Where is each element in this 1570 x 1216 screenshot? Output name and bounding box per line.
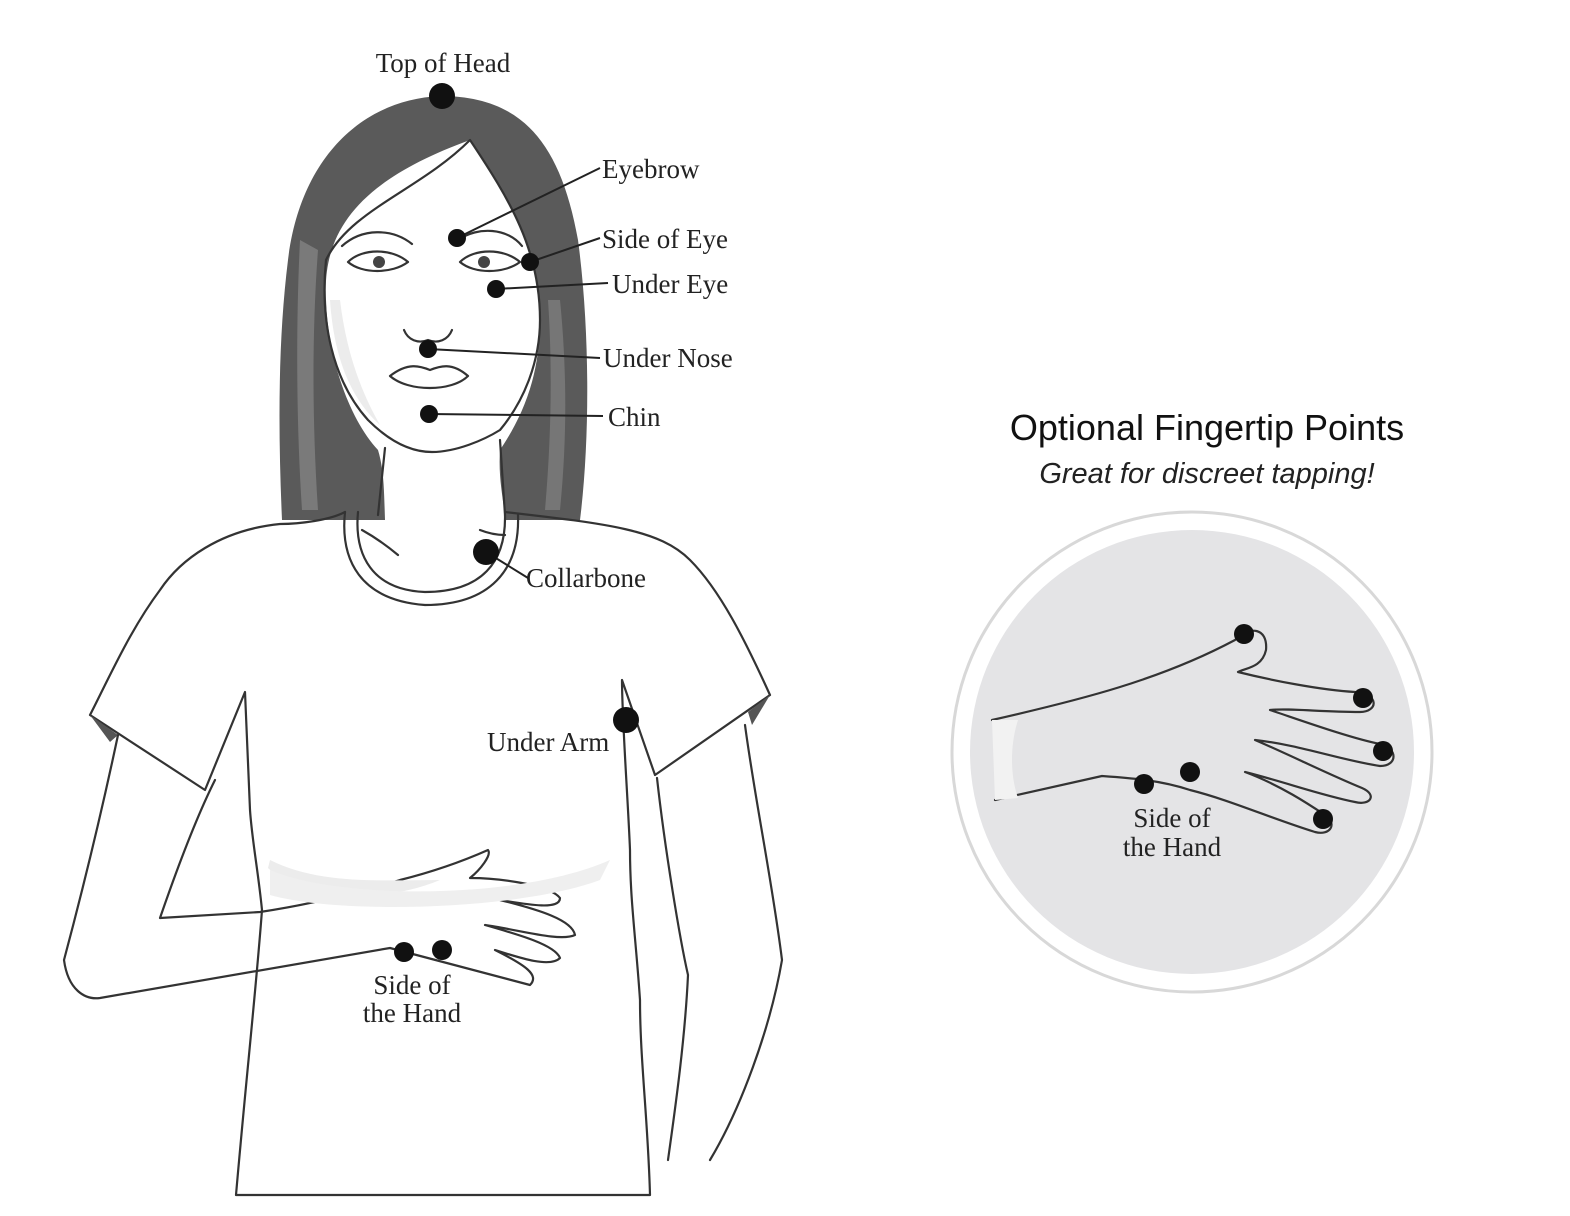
hair-highlight xyxy=(297,240,318,510)
lips xyxy=(388,365,470,390)
dot-side-of-hand-1 xyxy=(394,942,414,962)
neck xyxy=(376,438,507,517)
inset-hand xyxy=(990,629,1395,834)
label-under-eye: Under Eye xyxy=(612,269,728,299)
left-arm xyxy=(62,733,577,1000)
inset-label-side-of-hand-line1: Side of xyxy=(1133,803,1210,833)
label-under-nose: Under Nose xyxy=(603,343,733,373)
dot-thumb xyxy=(1234,624,1254,644)
collar-outer xyxy=(343,510,520,607)
label-under-arm: Under Arm xyxy=(487,727,609,757)
left-sleeve-cuff xyxy=(90,715,118,742)
dot-middle-finger xyxy=(1373,741,1393,761)
label-top-of-head: Top of Head xyxy=(376,48,511,78)
woman-figure xyxy=(62,96,784,1197)
left-eye xyxy=(346,250,410,272)
dot-under-arm xyxy=(613,707,639,733)
dot-top-of-head xyxy=(429,83,455,109)
leader-lines xyxy=(427,167,609,579)
right-sleeve-cuff xyxy=(748,695,770,725)
dot-side-of-eye xyxy=(521,253,539,271)
leader-under-nose xyxy=(427,348,601,359)
dot-side-of-hand-2 xyxy=(432,940,452,960)
dot-under-nose xyxy=(419,340,437,358)
dot-eyebrow xyxy=(448,229,466,247)
dot-collarbone xyxy=(473,539,499,565)
dot-under-eye xyxy=(487,280,505,298)
leader-chin xyxy=(428,413,604,417)
label-side-of-hand-line2: the Hand xyxy=(363,998,462,1028)
label-side-of-eye: Side of Eye xyxy=(602,224,728,254)
inset-hand-shade xyxy=(992,720,1018,800)
leader-eyebrow xyxy=(456,167,601,239)
right-eye xyxy=(458,250,522,272)
shirt xyxy=(88,510,772,1197)
right-arm xyxy=(655,723,784,1162)
dot-ring-finger xyxy=(1313,809,1333,829)
dot-inset-side-of-hand-1 xyxy=(1134,774,1154,794)
optional-title: Optional Fingertip Points xyxy=(1010,407,1404,448)
face-shade xyxy=(330,300,380,425)
left-eyebrow xyxy=(340,231,414,248)
face xyxy=(323,138,542,454)
inset-label-side-of-hand-line2: the Hand xyxy=(1123,832,1222,862)
dot-chin xyxy=(420,405,438,423)
nose xyxy=(402,328,454,343)
leader-under-eye xyxy=(495,282,609,290)
body-labels: Top of Head Eyebrow Side of Eye Under Ey… xyxy=(363,48,733,1028)
hair xyxy=(279,96,588,520)
inset-dots xyxy=(1134,624,1393,829)
leader-side-of-eye xyxy=(529,237,601,263)
dot-inset-side-of-hand-2 xyxy=(1180,762,1200,782)
inset-circle xyxy=(970,530,1414,974)
label-chin: Chin xyxy=(608,402,661,432)
collar-shadow xyxy=(360,528,507,557)
dot-index-finger xyxy=(1353,688,1373,708)
right-pupil xyxy=(478,256,490,268)
optional-fingertip-section: Optional Fingertip Points Great for disc… xyxy=(950,407,1434,994)
label-collarbone: Collarbone xyxy=(526,563,646,593)
hair-highlight-right xyxy=(545,300,566,510)
label-eyebrow: Eyebrow xyxy=(602,154,700,184)
body-tapping-dots xyxy=(394,83,639,962)
label-side-of-hand-line1: Side of xyxy=(373,970,450,1000)
left-pupil xyxy=(373,256,385,268)
belly-shade xyxy=(270,860,610,907)
optional-subtitle: Great for discreet tapping! xyxy=(1039,458,1374,490)
